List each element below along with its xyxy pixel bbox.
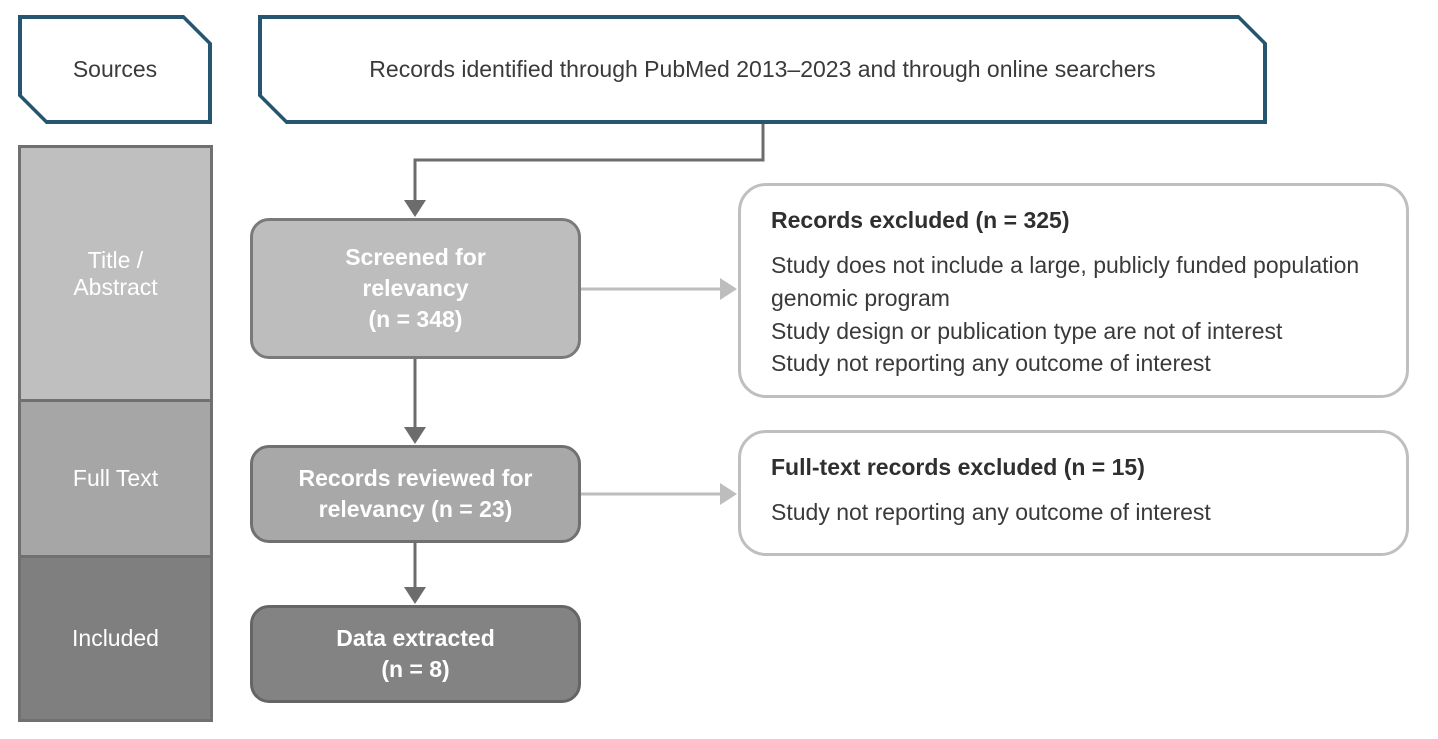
flow-reviewed-label: Records reviewed for relevancy (n = 23) xyxy=(298,464,533,522)
stage-title-abstract-label: Title / Abstract xyxy=(73,246,158,300)
stage-title-abstract: Title / Abstract xyxy=(18,145,213,402)
arrow-screened-to-reviewed xyxy=(404,357,426,444)
stage-included: Included xyxy=(18,555,213,722)
sources-label: Sources xyxy=(22,19,208,120)
stage-full-text-label: Full Text xyxy=(72,465,159,491)
flow-screened-box: Screened for relevancy (n = 348) xyxy=(250,218,581,359)
flow-screened-label: Screened for relevancy (n = 348) xyxy=(345,243,486,333)
flow-extracted-box: Data extracted (n = 8) xyxy=(250,605,581,703)
stage-included-label: Included xyxy=(72,625,159,651)
stage-full-text: Full Text xyxy=(18,399,213,558)
excluded-records-reasons: Study does not include a large, publicly… xyxy=(771,252,1360,377)
excluded-records-title: Records excluded (n = 325) xyxy=(771,207,1070,233)
flow-reviewed-box: Records reviewed for relevancy (n = 23) xyxy=(250,445,581,543)
flow-extracted-label: Data extracted (n = 8) xyxy=(336,624,495,682)
sources-box: Sources xyxy=(18,15,212,124)
excluded-fulltext-box: Full-text records excluded (n = 15) Stud… xyxy=(738,430,1409,556)
identification-box: Records identified through PubMed 2013–2… xyxy=(258,15,1267,124)
excluded-records-box: Records excluded (n = 325) Study does no… xyxy=(738,183,1409,398)
identification-label: Records identified through PubMed 2013–2… xyxy=(262,19,1263,120)
excluded-fulltext-title: Full-text records excluded (n = 15) xyxy=(771,454,1145,480)
arrow-reviewed-to-excluded xyxy=(580,483,737,505)
arrow-identified-to-screened xyxy=(404,123,765,217)
excluded-fulltext-reasons: Study not reporting any outcome of inter… xyxy=(771,499,1211,526)
arrow-screened-to-excluded xyxy=(580,278,737,300)
arrow-reviewed-to-extracted xyxy=(404,541,426,604)
